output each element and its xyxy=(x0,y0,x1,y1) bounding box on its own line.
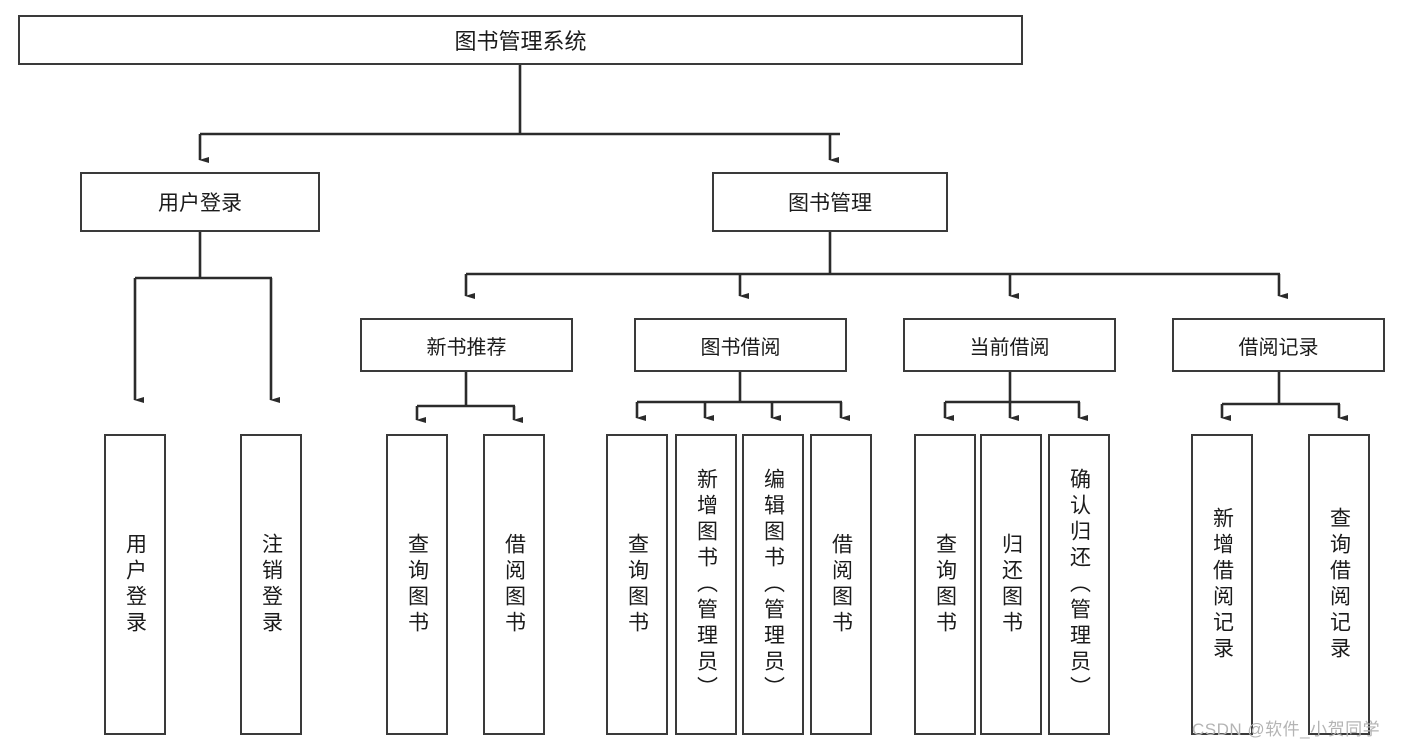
leaf-query-book-1[interactable]: 查询图书 xyxy=(386,434,448,735)
node-label: 借阅记录 xyxy=(1238,336,1319,359)
node-user-login[interactable]: 用户登录 xyxy=(80,172,320,232)
leaf-add-borrow-record[interactable]: 新增借阅记录 xyxy=(1191,434,1253,735)
leaf-label: 新增借阅记录 xyxy=(1210,506,1234,663)
leaf-label: 注销登录 xyxy=(259,532,283,637)
node-current-borrow[interactable]: 当前借阅 xyxy=(903,318,1116,372)
leaf-label: 归还图书 xyxy=(999,532,1023,637)
node-new-book-recommend[interactable]: 新书推荐 xyxy=(360,318,573,372)
leaf-label: 借阅图书 xyxy=(502,532,526,637)
leaf-user-login[interactable]: 用户登录 xyxy=(104,434,166,735)
leaf-query-book-3[interactable]: 查询图书 xyxy=(914,434,976,735)
leaf-label: 新增图书（管理员） xyxy=(694,467,718,702)
node-label: 图书管理 xyxy=(788,192,872,215)
leaf-logout-login[interactable]: 注销登录 xyxy=(240,434,302,735)
leaf-edit-book-admin[interactable]: 编辑图书（管理员） xyxy=(742,434,804,735)
node-borrow-record[interactable]: 借阅记录 xyxy=(1172,318,1385,372)
leaf-label: 查询图书 xyxy=(405,532,429,637)
node-book-borrow[interactable]: 图书借阅 xyxy=(634,318,847,372)
leaf-label: 查询图书 xyxy=(625,532,649,637)
leaf-label: 查询借阅记录 xyxy=(1327,506,1351,663)
leaf-confirm-return-admin[interactable]: 确认归还（管理员） xyxy=(1048,434,1110,735)
leaf-label: 确认归还（管理员） xyxy=(1067,467,1091,702)
node-label: 图书管理系统 xyxy=(454,29,587,54)
leaf-label: 借阅图书 xyxy=(829,532,853,637)
node-label: 用户登录 xyxy=(158,192,242,215)
node-label: 新书推荐 xyxy=(426,336,507,359)
leaf-return-book[interactable]: 归还图书 xyxy=(980,434,1042,735)
node-book-management[interactable]: 图书管理 xyxy=(712,172,948,232)
node-label: 图书借阅 xyxy=(700,336,781,359)
csdn-watermark: CSDN @软件_小贺同学 xyxy=(1192,720,1381,739)
node-book-management-system[interactable]: 图书管理系统 xyxy=(18,15,1023,65)
leaf-query-book-2[interactable]: 查询图书 xyxy=(606,434,668,735)
leaf-borrow-book-1[interactable]: 借阅图书 xyxy=(483,434,545,735)
leaf-label: 查询图书 xyxy=(933,532,957,637)
node-label: 当前借阅 xyxy=(969,336,1050,359)
leaf-label: 编辑图书（管理员） xyxy=(761,467,785,702)
leaf-borrow-book-2[interactable]: 借阅图书 xyxy=(810,434,872,735)
leaf-label: 用户登录 xyxy=(123,532,147,637)
leaf-add-book-admin[interactable]: 新增图书（管理员） xyxy=(675,434,737,735)
leaf-query-borrow-record[interactable]: 查询借阅记录 xyxy=(1308,434,1370,735)
